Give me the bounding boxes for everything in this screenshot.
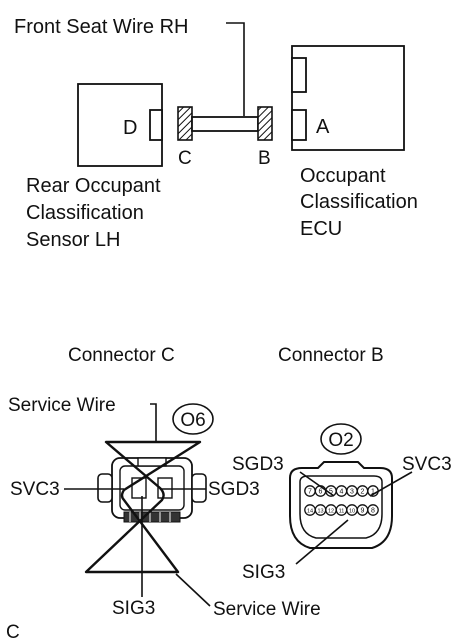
o6-code-text: O6: [180, 410, 205, 431]
connector-b-pin-number: 3: [350, 489, 354, 496]
service-wire-loop: [84, 440, 202, 574]
rear-occupant-sensor-box: [77, 83, 163, 167]
connector-c-svc3-label: SVC3: [10, 479, 60, 500]
connector-b-svc3-leader: [369, 471, 413, 497]
connector-b-pin-number: 7: [308, 489, 312, 496]
connector-b-pin-8: [367, 504, 379, 516]
ecu-label-line-3: ECU: [300, 218, 342, 240]
connector-b-pin-number: 4: [340, 489, 344, 496]
service-wire-bottom-label: Service Wire: [213, 599, 321, 620]
ecu-label-line-2: Classification: [300, 191, 418, 213]
connector-b-pin-number: 10: [349, 509, 355, 515]
connector-b-pin-number: 6: [319, 489, 323, 496]
connector-c-drawing: [97, 457, 207, 523]
connector-c-title: Connector C: [68, 345, 175, 366]
connector-b-sgd3-leader: [299, 471, 335, 497]
service-wire-top-label: Service Wire: [8, 395, 116, 416]
occupant-classification-ecu-box: [291, 45, 405, 151]
connector-b-pin-number: 5: [329, 489, 333, 496]
connector-a-letter: A: [316, 116, 330, 138]
sensor-label-line-1: Rear Occupant: [26, 175, 161, 197]
connector-b-pin-number: 14: [307, 509, 313, 515]
front-seat-wire-harness: [191, 116, 259, 132]
service-wire-top-leader: [150, 403, 157, 441]
connector-b-pin-number: 2: [361, 489, 365, 496]
connector-d-letter: D: [123, 117, 137, 139]
sensor-connector-d: [149, 109, 163, 141]
ecu-label-line-1: Occupant: [300, 165, 386, 187]
connector-c-letter: C: [178, 148, 192, 169]
connector-c-sgd3-label: SGD3: [208, 479, 260, 500]
connector-b-sig3-label: SIG3: [242, 562, 285, 583]
o2-code-badge: [320, 423, 362, 455]
service-wire-bottom-leader: [175, 573, 211, 607]
ecu-connector-a: [291, 109, 307, 141]
sensor-label-line-3: Sensor LH: [26, 229, 121, 251]
connector-b-pin-number: 8: [371, 508, 375, 515]
connector-b-pin-number: 9: [361, 508, 365, 515]
wire-label-leader: [226, 22, 245, 116]
ecu-upper-connector: [291, 57, 307, 93]
connector-b-svc3-label: SVC3: [402, 454, 452, 475]
connector-b-title: Connector B: [278, 345, 384, 366]
o2-code-text: O2: [328, 430, 353, 451]
sensor-label-line-2: Classification: [26, 202, 144, 224]
o6-code-badge: [172, 403, 214, 435]
connector-c-plug: [177, 106, 193, 141]
connector-b-pin-number: 12: [328, 509, 334, 515]
connector-b-pin-number: 11: [339, 509, 345, 515]
connector-c-sig3-label: SIG3: [112, 598, 155, 619]
connector-b-letter: B: [258, 148, 271, 169]
front-seat-wire-label: Front Seat Wire RH: [14, 16, 188, 38]
connector-b-sgd3-label: SGD3: [232, 454, 284, 475]
connector-b-pin-number: 13: [317, 509, 323, 515]
connector-b-pin-number: 1: [371, 489, 375, 496]
connector-b-plug: [257, 106, 273, 141]
connector-b-sig3-leader: [295, 519, 349, 565]
figure-letter: C: [6, 622, 20, 643]
